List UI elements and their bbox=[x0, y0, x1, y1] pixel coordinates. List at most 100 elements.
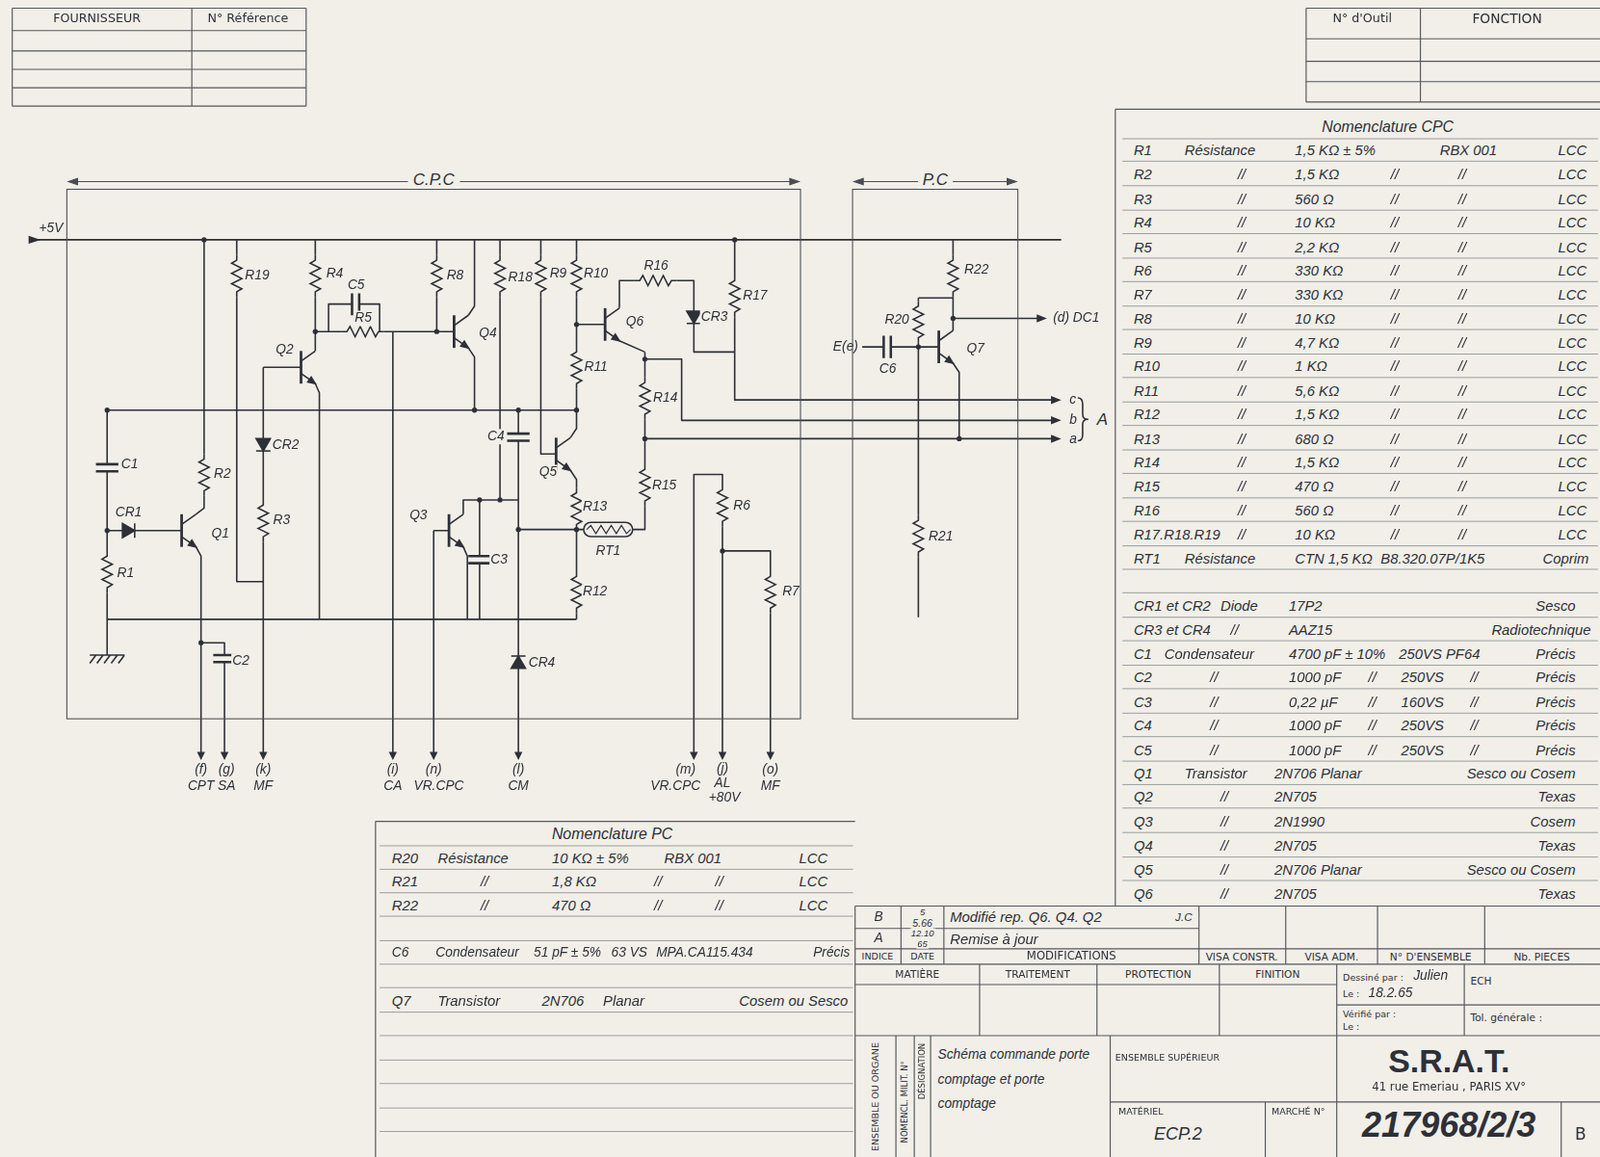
handwritten-label: 470 Ω bbox=[1293, 477, 1335, 495]
drawing-stroke bbox=[947, 255, 959, 297]
handwritten-label: 51 pF ± 5% bbox=[532, 944, 603, 961]
handwritten-label: Q2 bbox=[1132, 788, 1155, 806]
drawing-stroke bbox=[201, 236, 207, 242]
handwritten-label: 2N706 bbox=[540, 992, 585, 1009]
handwritten-label: C1 bbox=[1132, 645, 1154, 662]
component-label: R1 bbox=[115, 565, 135, 581]
handwritten-label: 2N1990 bbox=[1273, 813, 1326, 830]
drawing-stroke bbox=[913, 300, 924, 342]
handwritten-label: 4700 pF ± 10% bbox=[1287, 645, 1387, 662]
handwritten-label: // bbox=[1236, 310, 1247, 327]
handwritten-label: 5 bbox=[918, 906, 926, 918]
handwritten-label: R8 bbox=[1132, 310, 1154, 327]
handwritten-label: // bbox=[1457, 453, 1468, 471]
handwritten-label: Nomenclature PC bbox=[550, 824, 675, 842]
handwritten-label: LCC bbox=[1556, 262, 1588, 279]
drawing-stroke bbox=[89, 655, 125, 663]
drawing-stroke bbox=[258, 499, 269, 542]
handwritten-label: LCC bbox=[1556, 141, 1588, 158]
handwritten-label: 1,5 KΩ bbox=[1293, 166, 1340, 184]
handwritten-label: 160VS bbox=[1399, 693, 1445, 710]
component-label: R5 bbox=[353, 311, 373, 327]
handwritten-label: 2N705 bbox=[1273, 885, 1318, 902]
printed-label: DÉSIGNATION bbox=[918, 1042, 928, 1102]
printed-label: ECH bbox=[1468, 975, 1493, 988]
drawing-stroke bbox=[574, 407, 579, 413]
handwritten-label: // bbox=[1390, 189, 1400, 207]
handwritten-label: CR3 et CR4 bbox=[1132, 621, 1212, 638]
component-label: R21 bbox=[927, 528, 954, 545]
handwritten-label: 680 Ω bbox=[1293, 429, 1335, 446]
handwritten-label: // bbox=[1366, 716, 1377, 734]
component-label: a bbox=[1068, 432, 1078, 448]
handwritten-label: // bbox=[1457, 358, 1468, 375]
handwritten-label: // bbox=[1457, 382, 1468, 399]
handwritten-label: R14 bbox=[1132, 453, 1161, 471]
handwritten-label: // bbox=[1390, 358, 1400, 375]
handwritten-label: LCC bbox=[1556, 334, 1588, 351]
handwritten-label: Condensateur bbox=[434, 944, 521, 961]
handwritten-label: // bbox=[1468, 740, 1479, 758]
handwritten-label: // bbox=[1236, 213, 1247, 231]
component-label: AL bbox=[713, 775, 733, 791]
drawing-stroke bbox=[106, 410, 182, 656]
handwritten-label: C2 bbox=[1132, 669, 1154, 686]
handwritten-label: // bbox=[1468, 669, 1479, 686]
handwritten-label: 2N706 Planar bbox=[1273, 764, 1364, 782]
component-label: C3 bbox=[489, 552, 509, 569]
component-label: (m) bbox=[674, 762, 697, 779]
printed-label: TRAITEMENT bbox=[1004, 968, 1072, 980]
drawing-stroke bbox=[35, 239, 1062, 620]
drawing-stroke bbox=[182, 514, 197, 548]
handwritten-label: 17P2 bbox=[1287, 598, 1324, 615]
handwritten-label: LCC bbox=[1556, 525, 1588, 543]
drawing-stroke bbox=[122, 523, 135, 538]
component-label: Q3 bbox=[408, 507, 428, 524]
handwritten-label: 5.66 bbox=[911, 917, 934, 929]
component-label: R17 bbox=[741, 288, 768, 304]
handwritten-label: // bbox=[1457, 501, 1468, 519]
handwritten-label: 250VS bbox=[1399, 740, 1445, 758]
handwritten-label: // bbox=[1468, 693, 1479, 710]
drawing-stroke bbox=[586, 524, 631, 533]
handwritten-label: // bbox=[1236, 382, 1247, 399]
handwritten-label: // bbox=[1236, 189, 1247, 207]
component-label: Q5 bbox=[538, 464, 558, 480]
handwritten-label: R16 bbox=[1132, 501, 1161, 519]
drawing-stroke bbox=[686, 311, 702, 324]
printed-label: DATE bbox=[909, 950, 936, 962]
drawing-stroke bbox=[195, 239, 225, 756]
handwritten-label: // bbox=[1390, 166, 1400, 184]
printed-label: VISA ADM. bbox=[1303, 950, 1360, 963]
handwritten-label: // bbox=[1390, 334, 1400, 351]
handwritten-label: Texas bbox=[1536, 837, 1576, 854]
handwritten-label: LCC bbox=[1556, 382, 1588, 399]
drawing-stroke bbox=[939, 330, 954, 364]
handwritten-label: R3 bbox=[1132, 189, 1154, 207]
handwritten-label: // bbox=[1390, 237, 1400, 255]
handwritten-label: // bbox=[1236, 286, 1247, 303]
drawing-stroke bbox=[719, 548, 725, 553]
handwritten-label: 2N706 Planar bbox=[1273, 861, 1364, 878]
printed-label: Dessiné par : bbox=[1341, 971, 1405, 983]
handwritten-label: Transistor bbox=[1183, 764, 1249, 782]
drawing-stroke bbox=[448, 514, 464, 548]
drawing-stroke bbox=[497, 497, 502, 502]
drawing-stroke bbox=[634, 275, 677, 287]
handwritten-label: // bbox=[1457, 477, 1468, 495]
handwritten-label: 10 KΩ bbox=[1293, 525, 1337, 543]
handwritten-label: R11 bbox=[1132, 382, 1160, 399]
drawing-stroke bbox=[571, 487, 582, 529]
handwritten-label: 1 KΩ bbox=[1293, 358, 1329, 375]
handwritten-label: // bbox=[1236, 358, 1247, 375]
handwritten-label: Q5 bbox=[1132, 861, 1155, 878]
component-label: R16 bbox=[642, 259, 669, 275]
handwritten-label: 0,22 µF bbox=[1287, 693, 1339, 710]
handwritten-label: // bbox=[714, 873, 725, 891]
handwritten-label: // bbox=[1236, 525, 1247, 543]
handwritten-label: R17.R18.R19 bbox=[1132, 525, 1222, 543]
drawing-stroke bbox=[472, 407, 477, 413]
handwritten-label: R22 bbox=[391, 896, 420, 914]
printed-label: ENSEMBLE SUPÉRIEUR bbox=[1114, 1052, 1221, 1064]
